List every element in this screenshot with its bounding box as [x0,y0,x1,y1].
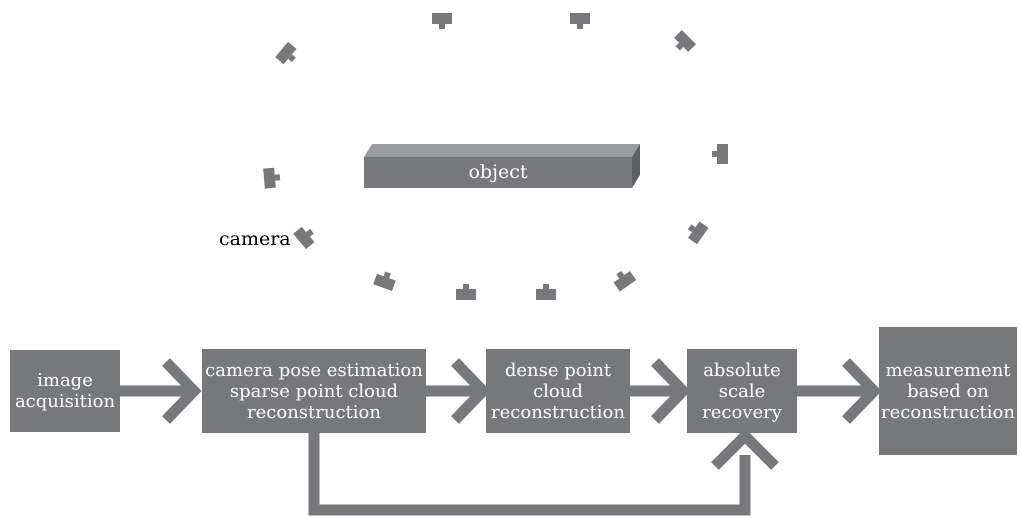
camera-icon [536,284,556,300]
box-text-line: measurement [885,359,1011,381]
object-top-face [364,144,640,157]
camera-icon [687,221,709,245]
camera-icon [432,13,452,29]
arrow-right-icon [797,358,882,424]
box-text-line: reconstruction [247,401,381,423]
arrow-right-icon [426,358,491,424]
object-block [364,144,640,188]
camera-icon [275,41,297,65]
object-front-face [364,157,632,188]
camera-icon [712,144,728,164]
feedback-line [308,432,751,516]
box-text-line: scale [718,380,766,402]
box-text-line: reconstruction [491,401,625,423]
object-side-face [632,144,640,188]
feedback-arrowhead [711,428,779,470]
measurement-box: measurement based on reconstruction [879,327,1017,455]
camera-icon [674,29,697,52]
camera-ring [263,13,728,300]
box-text-line: image [37,370,93,391]
pose-estimation-box: camera pose estimation sparse point clou… [202,349,426,433]
camera-icon [570,13,590,29]
camera-icon [293,226,315,250]
dense-reconstruction-box: dense point cloud reconstruction [486,349,630,433]
arrow-right-icon [120,358,202,424]
camera-label: camera [219,228,291,250]
box-text-line: recovery [702,401,782,423]
scale-recovery-box: absolute scale recovery [687,349,797,433]
feedback-path [308,428,779,516]
flow-arrows [120,358,882,424]
object-label: object [468,161,528,183]
box-text-line: absolute [703,359,781,381]
box-text-line: camera pose estimation [205,359,423,381]
box-text-line: cloud [533,380,583,402]
camera-icon [456,284,476,300]
camera-icon [613,270,637,292]
camera-icon [373,271,396,291]
camera-icon [263,167,281,189]
box-text-line: reconstruction [881,401,1015,423]
box-text-line: dense point [504,359,612,381]
box-text-line: sparse point cloud [229,380,399,402]
arrow-right-icon [630,358,691,424]
image-acquisition-box: image acquisition [10,350,120,432]
box-text-line: based on [907,380,989,402]
box-text-line: acquisition [14,391,116,412]
